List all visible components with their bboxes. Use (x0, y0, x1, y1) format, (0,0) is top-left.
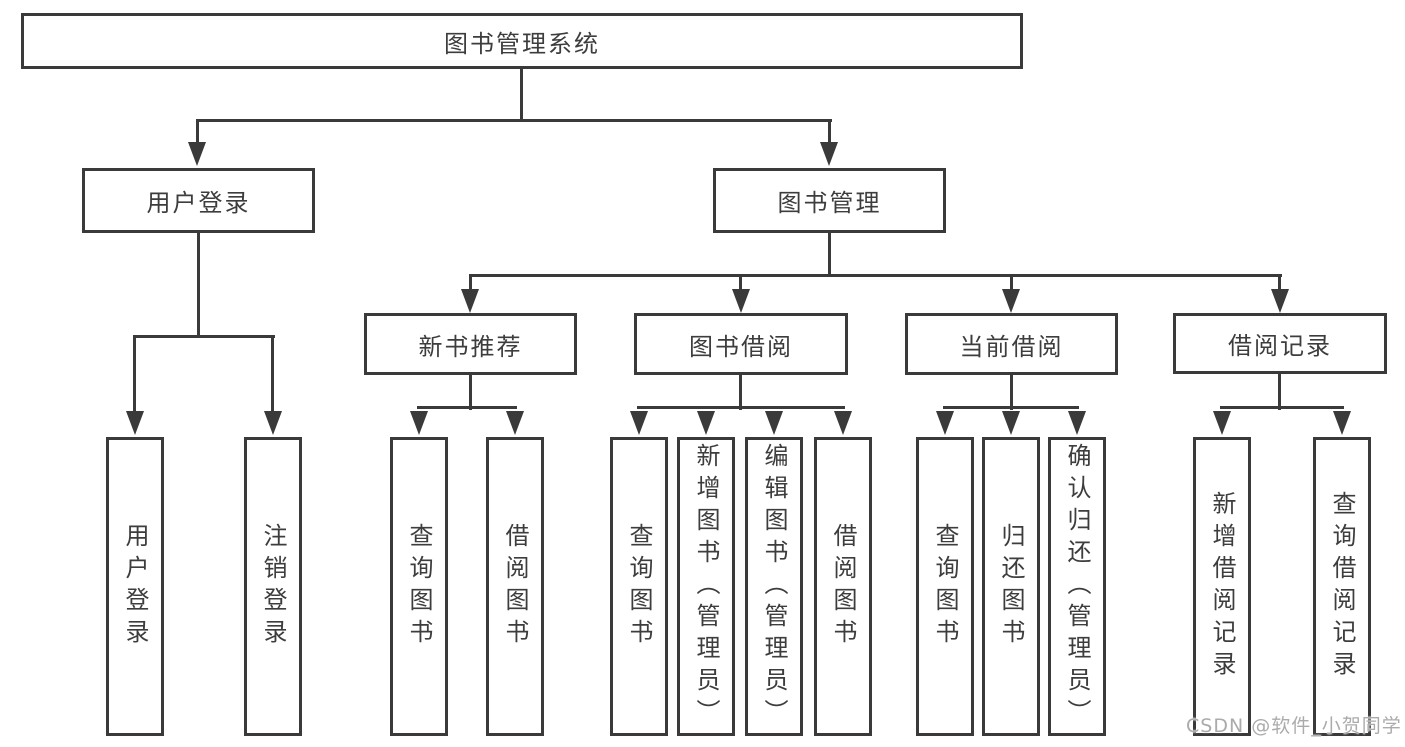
connector-vertical (739, 375, 742, 410)
arrowhead-down-icon (765, 411, 783, 435)
node-label: 当前借阅 (959, 332, 1064, 361)
node-label: 用户登录 (146, 189, 251, 217)
leaf-edit-books-admin: 编辑图书（管理员） (745, 437, 803, 736)
connector-vertical (469, 375, 472, 410)
connector-horizontal (469, 274, 1282, 277)
leaf-confirm-return-admin: 确认归还（管理员） (1048, 437, 1106, 736)
leaf-label: 用户登录 (121, 522, 149, 651)
arrowhead-down-icon (697, 411, 715, 435)
leaf-return-books: 归还图书 (982, 437, 1040, 736)
arrowhead-down-icon (1271, 289, 1289, 313)
leaf-add-books-admin: 新增图书（管理员） (677, 437, 735, 736)
arrowhead-down-icon (1213, 411, 1231, 435)
arrowhead-down-icon (126, 411, 144, 435)
leaf-label: 新增图书（管理员） (692, 442, 720, 731)
arrowhead-down-icon (1333, 411, 1351, 435)
node-label: 图书借阅 (689, 332, 793, 361)
connector-vertical (1010, 274, 1013, 292)
arrowhead-down-icon (506, 411, 524, 435)
node-borrowing-records: 借阅记录 (1173, 313, 1387, 374)
leaf-query-books-current: 查询图书 (916, 437, 974, 736)
node-library-system: 图书管理系统 (21, 13, 1023, 69)
leaf-label: 查询借阅记录 (1328, 490, 1356, 683)
arrowhead-down-icon (732, 289, 750, 313)
connector-vertical (520, 69, 523, 122)
watermark: CSDN @软件_小贺同学 (1186, 715, 1402, 737)
connector-vertical (271, 335, 274, 413)
node-label: 图书管理系统 (444, 29, 600, 58)
connector-vertical (133, 335, 136, 413)
arrowhead-down-icon (834, 411, 852, 435)
connector-horizontal (1220, 406, 1344, 409)
connector-vertical (739, 274, 742, 292)
leaf-label: 编辑图书（管理员） (760, 442, 788, 731)
arrowhead-down-icon (820, 142, 838, 166)
node-new-book-recommendation: 新书推荐 (364, 313, 577, 375)
arrowhead-down-icon (936, 411, 954, 435)
node-label: 图书管理 (777, 189, 882, 217)
connector-horizontal (133, 335, 275, 338)
arrowhead-down-icon (264, 411, 282, 435)
connector-vertical (1278, 274, 1281, 292)
leaf-label: 确认归还（管理员） (1063, 442, 1091, 731)
connector-vertical (828, 233, 831, 277)
leaf-borrow-books-recommend: 借阅图书 (486, 437, 544, 736)
leaf-label: 查询图书 (931, 522, 959, 651)
leaf-label: 借阅图书 (829, 522, 857, 651)
arrowhead-down-icon (188, 142, 206, 166)
leaf-label: 查询图书 (625, 522, 653, 651)
leaf-label: 借阅图书 (501, 522, 529, 651)
connector-vertical (828, 119, 831, 144)
leaf-query-borrow-record: 查询借阅记录 (1313, 437, 1371, 736)
arrowhead-down-icon (1002, 411, 1020, 435)
connector-horizontal (943, 406, 1079, 409)
connector-vertical (197, 233, 200, 337)
leaf-user-login: 用户登录 (106, 437, 164, 736)
arrowhead-down-icon (630, 411, 648, 435)
connector-horizontal (637, 406, 845, 409)
connector-vertical (469, 274, 472, 292)
arrowhead-down-icon (461, 289, 479, 313)
leaf-query-books-recommend: 查询图书 (390, 437, 448, 736)
node-user-login: 用户登录 (82, 168, 315, 233)
node-label: 新书推荐 (418, 332, 523, 361)
connector-vertical (1010, 375, 1013, 410)
arrowhead-down-icon (1002, 289, 1020, 313)
leaf-add-borrow-record: 新增借阅记录 (1193, 437, 1251, 736)
leaf-label: 归还图书 (997, 522, 1025, 651)
leaf-label: 注销登录 (259, 522, 287, 651)
connector-vertical (196, 119, 199, 144)
leaf-label: 查询图书 (405, 522, 433, 651)
node-book-management: 图书管理 (713, 168, 946, 233)
leaf-borrow-books: 借阅图书 (814, 437, 872, 736)
arrowhead-down-icon (1068, 411, 1086, 435)
node-current-borrowing: 当前借阅 (905, 313, 1118, 375)
connector-horizontal (417, 406, 517, 409)
connector-horizontal (196, 119, 832, 122)
connector-vertical (1278, 374, 1281, 410)
leaf-label: 新增借阅记录 (1208, 490, 1236, 683)
arrowhead-down-icon (410, 411, 428, 435)
node-label: 借阅记录 (1228, 332, 1332, 360)
leaf-query-books-borrow: 查询图书 (610, 437, 668, 736)
leaf-logout: 注销登录 (244, 437, 302, 736)
node-book-borrowing: 图书借阅 (634, 313, 848, 375)
